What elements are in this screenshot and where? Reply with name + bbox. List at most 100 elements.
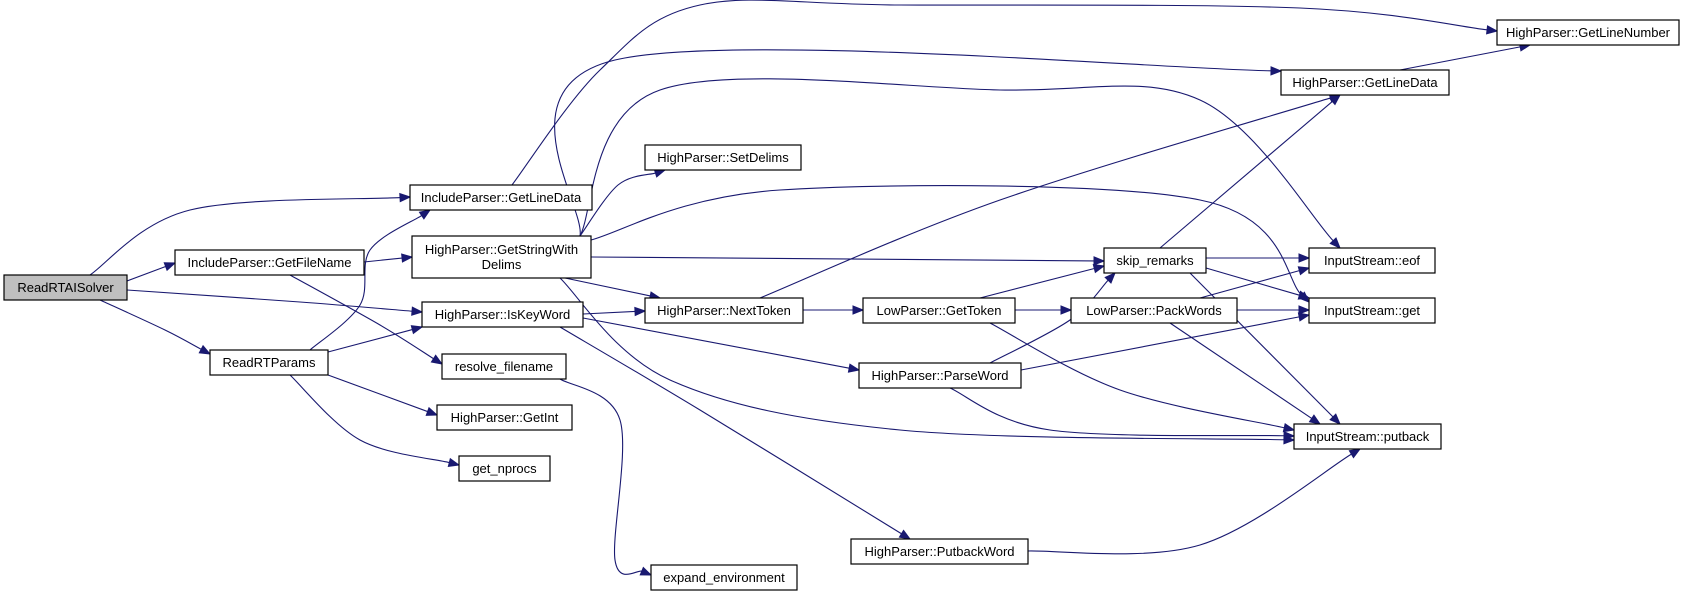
edge-arrowhead <box>1298 253 1311 263</box>
node-label: HighParser::GetLineData <box>1292 75 1438 90</box>
edge-line <box>559 326 902 535</box>
edge-line <box>1169 322 1313 419</box>
node-box[interactable] <box>458 455 551 482</box>
node-HighParser_PutbackWord[interactable]: HighParser::PutbackWord <box>850 538 1029 565</box>
node-box[interactable] <box>850 538 1029 565</box>
node-HighParser_SetDelims[interactable]: HighParser::SetDelims <box>644 144 802 171</box>
edge-line <box>89 197 401 276</box>
edge-arrowhead <box>401 253 414 263</box>
node-skip_remarks[interactable]: skip_remarks <box>1103 247 1207 274</box>
edge-line <box>1189 272 1334 418</box>
edge-line <box>126 289 413 312</box>
edge-line <box>1020 316 1300 371</box>
node-box[interactable] <box>644 144 802 171</box>
edge-line <box>289 374 450 464</box>
node-HighParser_ParseWord[interactable]: HighParser::ParseWord <box>858 362 1022 389</box>
node-IncludeParser_GetLineData[interactable]: IncludeParser::GetLineData <box>409 184 593 211</box>
edge-line <box>511 0 1488 186</box>
node-label: skip_remarks <box>1116 253 1194 268</box>
node-box[interactable] <box>1496 19 1680 46</box>
edge-line <box>99 299 202 350</box>
node-label: resolve_filename <box>455 359 553 374</box>
node-box[interactable] <box>409 184 593 211</box>
edge-line <box>289 274 434 360</box>
node-ReadRTParams[interactable]: ReadRTParams <box>209 349 329 376</box>
node-box[interactable] <box>1280 69 1450 96</box>
edge-line <box>1027 453 1352 555</box>
edge-arrowhead <box>430 354 444 365</box>
node-label: Delims <box>482 257 522 272</box>
edge-arrowhead <box>425 406 439 416</box>
node-box[interactable] <box>1308 297 1436 324</box>
node-InputStream_eof[interactable]: InputStream::eof <box>1308 247 1436 274</box>
edge-resolve_filename-to-expand_environment <box>559 378 653 576</box>
edge-line <box>1199 270 1300 299</box>
edge-line <box>949 387 1285 437</box>
edge-line <box>309 215 422 351</box>
node-HighParser_IsKeyWord[interactable]: HighParser::IsKeyWord <box>421 301 584 328</box>
edge-arrowhead <box>447 457 461 468</box>
node-HighParser_NextToken[interactable]: HighParser::NextToken <box>644 297 804 324</box>
node-box[interactable] <box>436 404 573 431</box>
node-label: expand_environment <box>663 570 785 585</box>
edge-line <box>1399 46 1521 71</box>
edge-IncludeParser_GetFileName-to-HighParser_GetStringWithDelims <box>363 253 414 263</box>
edge-ReadRTParams-to-IncludeParser_GetLineData <box>309 209 432 351</box>
edge-arrowhead <box>1486 25 1499 35</box>
node-resolve_filename[interactable]: resolve_filename <box>441 353 567 380</box>
nodes-layer: ReadRTAISolver IncludeParser::GetLineData… <box>3 19 1680 591</box>
node-box[interactable] <box>1293 423 1442 450</box>
node-box[interactable] <box>1070 297 1238 324</box>
node-label: HighParser::SetDelims <box>657 150 789 165</box>
node-HighParser_GetLineNumber[interactable]: HighParser::GetLineNumber <box>1496 19 1680 46</box>
node-box[interactable] <box>3 274 128 301</box>
edge-skip_remarks-to-InputStream_eof <box>1206 253 1311 263</box>
node-label: LowParser::PackWords <box>1086 303 1222 318</box>
edge-arrowhead <box>411 306 424 316</box>
edge-arrowhead <box>1283 431 1296 441</box>
node-expand_environment[interactable]: expand_environment <box>650 564 798 591</box>
node-box[interactable] <box>1103 247 1207 274</box>
edge-arrowhead <box>399 192 412 203</box>
node-label: HighParser::ParseWord <box>871 368 1008 383</box>
edge-arrowhead <box>1298 305 1311 315</box>
edge-HighParser_GetStringWithDelims-to-HighParser_NextToken <box>564 277 662 301</box>
edge-ReadRTParams-to-HighParser_IsKeyWord <box>327 325 424 353</box>
edge-line <box>989 279 1109 364</box>
edge-HighParser_PutbackWord-to-InputStream_putback <box>1027 448 1362 555</box>
edge-arrowhead <box>1060 305 1073 315</box>
node-box[interactable] <box>858 362 1022 389</box>
node-box[interactable] <box>650 564 798 591</box>
node-InputStream_putback[interactable]: InputStream::putback <box>1293 423 1442 450</box>
node-get_nprocs[interactable]: get_nprocs <box>458 455 551 482</box>
node-ReadRTAISolver[interactable]: ReadRTAISolver <box>3 274 128 301</box>
edge-LowParser_GetToken-to-LowParser_PackWords <box>1015 305 1073 315</box>
node-box[interactable] <box>411 235 592 279</box>
edge-skip_remarks-to-HighParser_GetLineData <box>1159 94 1342 249</box>
node-LowParser_GetToken[interactable]: LowParser::GetToken <box>862 297 1016 324</box>
edge-arrowhead <box>1297 290 1311 300</box>
node-HighParser_GetLineData[interactable]: HighParser::GetLineData <box>1280 69 1450 96</box>
node-IncludeParser_GetFileName[interactable]: IncludeParser::GetFileName <box>174 249 365 276</box>
edge-arrowhead <box>639 566 653 576</box>
edge-ReadRTAISolver-to-IncludeParser_GetFileName <box>126 262 177 282</box>
edge-line <box>126 265 166 282</box>
node-box[interactable] <box>421 301 584 328</box>
node-box[interactable] <box>644 297 804 324</box>
edge-ReadRTAISolver-to-IncludeParser_GetLineData <box>89 192 412 276</box>
node-label: InputStream::eof <box>1324 253 1420 268</box>
node-InputStream_get[interactable]: InputStream::get <box>1308 297 1436 324</box>
edge-line <box>582 317 850 369</box>
edge-LowParser_PackWords-to-InputStream_eof <box>1199 266 1311 299</box>
edge-HighParser_IsKeyWord-to-HighParser_PutbackWord <box>559 326 912 540</box>
node-box[interactable] <box>174 249 365 276</box>
edge-line <box>979 267 1095 299</box>
node-HighParser_GetInt[interactable]: HighParser::GetInt <box>436 404 573 431</box>
node-LowParser_PackWords[interactable]: LowParser::PackWords <box>1070 297 1238 324</box>
node-box[interactable] <box>441 353 567 380</box>
node-box[interactable] <box>862 297 1016 324</box>
node-box[interactable] <box>209 349 329 376</box>
node-box[interactable] <box>1308 247 1436 274</box>
edge-arrowhead <box>1328 94 1342 106</box>
